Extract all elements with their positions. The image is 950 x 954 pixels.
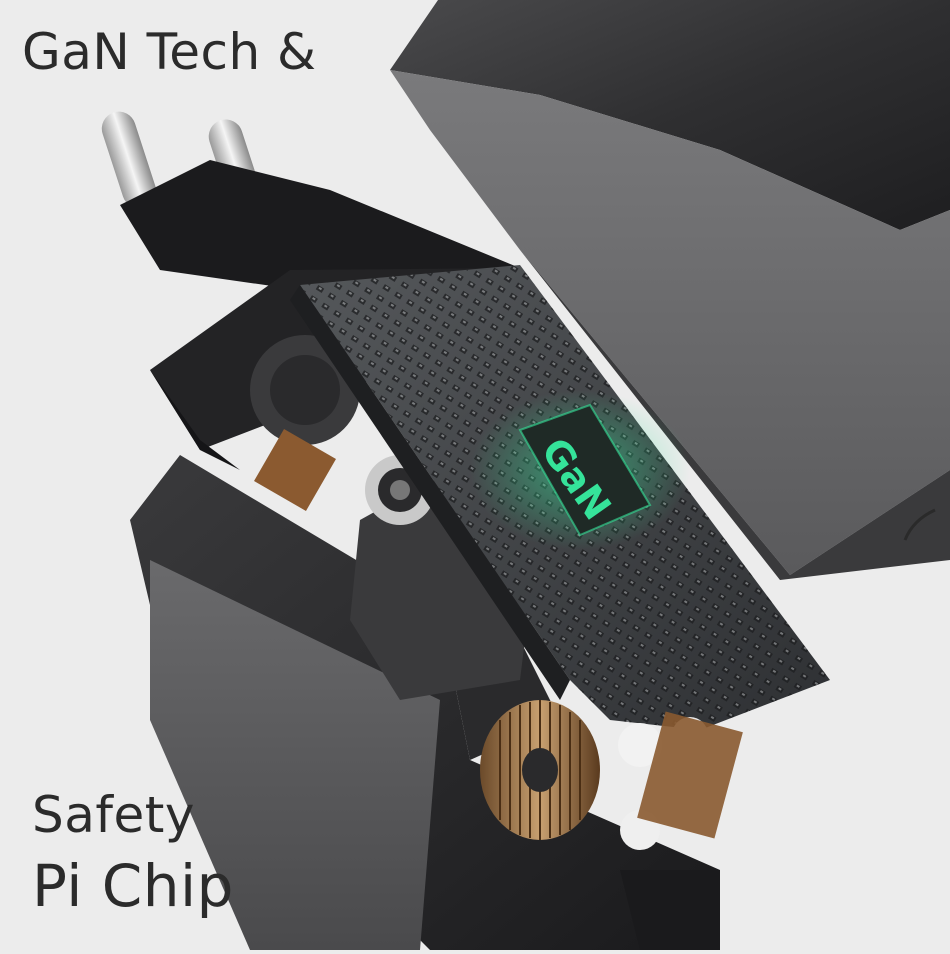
headline-top: GaN Tech &	[22, 23, 317, 81]
headline-bottom-line1: Safety	[32, 786, 195, 844]
transformer-coil	[480, 700, 743, 850]
headline-bottom-line2: Pi Chip	[32, 852, 234, 920]
gan-chip: GaN	[470, 390, 690, 550]
top-housing	[390, 0, 950, 580]
